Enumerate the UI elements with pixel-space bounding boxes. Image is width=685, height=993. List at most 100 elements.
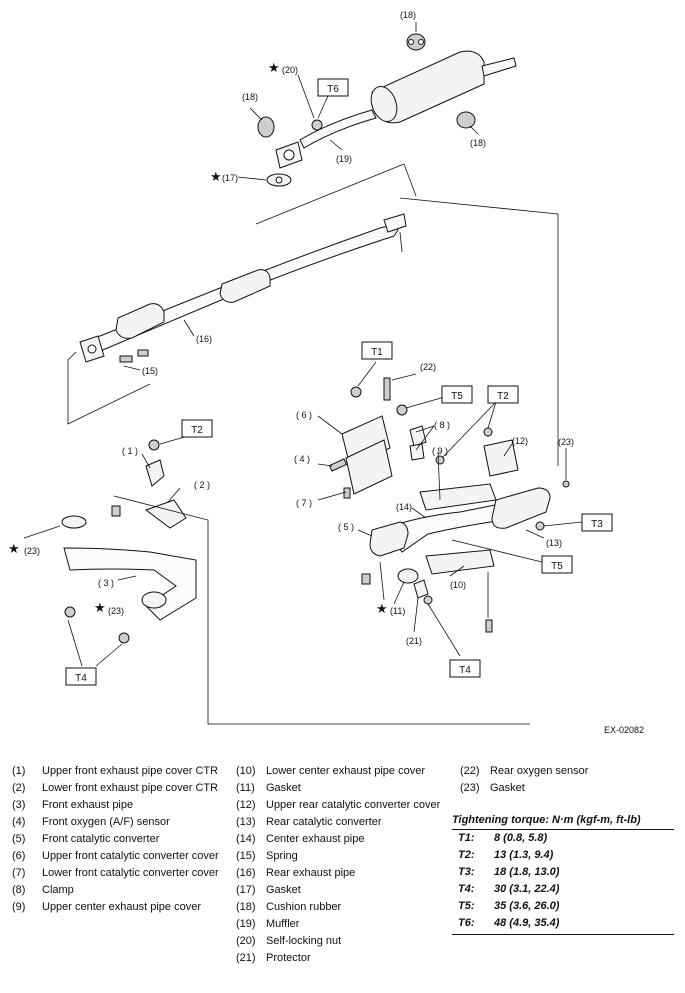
callout-2: ( 2 ) — [194, 480, 210, 490]
callout-18-top: (18) — [400, 10, 416, 20]
callout-1: ( 1 ) — [122, 446, 138, 456]
callout-23-right: (23) — [558, 437, 574, 447]
lower-front-cat-cover — [345, 439, 393, 495]
callout-4: ( 4 ) — [294, 454, 310, 464]
gasket-23-upper — [61, 515, 87, 529]
muffler-pipe — [299, 109, 377, 149]
legend-item: (9)Upper center exhaust pipe cover — [12, 901, 201, 913]
callout-16: (16) — [196, 334, 212, 344]
callout-8: ( 8 ) — [434, 420, 450, 430]
callout-5: ( 5 ) — [338, 522, 354, 532]
legend-column-2: (10)Lower center exhaust pipe cover (11)… — [236, 764, 458, 968]
gasket-11 — [397, 568, 419, 584]
lower-center-pipe-cover — [425, 549, 495, 575]
front-catalytic-converter — [369, 521, 409, 557]
protector — [413, 579, 429, 599]
torque-table-bottom-rule — [452, 934, 674, 935]
legend-item: (1)Upper front exhaust pipe cover CTR — [12, 765, 219, 777]
callout-20: (20) — [282, 65, 298, 75]
upper-rear-cat-cover — [483, 439, 519, 477]
rear-exhaust-pipe — [67, 197, 559, 466]
legend-item: (19)Muffler — [236, 918, 300, 930]
torque-box-t5-lower: T5 — [541, 555, 573, 574]
legend-item: (17)Gasket — [236, 884, 301, 896]
torque-box-t2-right: T2 — [487, 385, 519, 404]
callout-3: ( 3 ) — [98, 578, 114, 588]
upper-center-pipe-cover — [419, 483, 497, 511]
legend-item: (8)Clamp — [12, 884, 74, 896]
cushion-rubber-right — [456, 111, 476, 129]
front-oxygen-sensor — [328, 458, 348, 472]
legend-item: (22)Rear oxygen sensor — [460, 765, 589, 777]
callout-15: (15) — [142, 366, 158, 376]
torque-table-header: Tightening torque: N·m (kgf-m, ft-lb) — [452, 814, 674, 830]
torque-box-t6: T6 — [317, 78, 349, 97]
callout-6: ( 6 ) — [296, 410, 312, 420]
legend-column-3: (22)Rear oxygen sensor (23)Gasket — [460, 764, 680, 798]
svg-text:T5: T5 — [551, 561, 563, 572]
callout-18-right: (18) — [470, 138, 486, 148]
callout-labels: (18) (20) (18) (18) (19) (17) (16) (15) … — [24, 10, 574, 646]
torque-box-t3: T3 — [581, 513, 613, 532]
svg-text:T2: T2 — [497, 391, 509, 402]
legend-item: (11)Gasket — [236, 782, 301, 794]
svg-text:T2: T2 — [191, 425, 203, 436]
legend-item: (4)Front oxygen (A/F) sensor — [12, 816, 170, 828]
upper-front-cat-cover — [341, 415, 391, 467]
callout-18-left: (18) — [242, 92, 258, 102]
svg-text:T4: T4 — [75, 673, 87, 684]
callout-23-lower: (23) — [108, 606, 124, 616]
star-markers: ★ ★ ★ ★ ★ — [8, 61, 388, 617]
legend-column-1: (1)Upper front exhaust pipe cover CTR (2… — [12, 764, 222, 917]
legend-item: (2)Lower front exhaust pipe cover CTR — [12, 782, 219, 794]
legend-item: (7)Lower front catalytic converter cover — [12, 867, 219, 879]
cushion-rubber-left — [257, 116, 275, 138]
callout-12: (12) — [512, 436, 528, 446]
torque-row: T1:8 (0.8, 5.8) — [458, 832, 548, 844]
legend-item: (5)Front catalytic converter — [12, 833, 160, 845]
callout-14: (14) — [396, 502, 412, 512]
torque-box-t2-left: T2 — [181, 419, 213, 438]
legend-item: (23)Gasket — [460, 782, 525, 794]
svg-text:T3: T3 — [591, 519, 603, 530]
legend-item: (13)Rear catalytic converter — [236, 816, 382, 828]
torque-table: Tightening torque: N·m (kgf-m, ft-lb) T1… — [452, 814, 674, 935]
upper-front-pipe-cover — [145, 459, 165, 487]
star-icon: ★ — [94, 601, 106, 616]
torque-row: T6:48 (4.9, 35.4) — [458, 917, 560, 929]
front-exhaust-pipe-assembly — [23, 435, 530, 725]
spring — [119, 355, 133, 363]
muffler-assembly — [237, 22, 517, 225]
torque-box-t4-left: T4 — [65, 667, 97, 686]
svg-text:T6: T6 — [327, 84, 339, 95]
callout-21: (21) — [406, 636, 422, 646]
torque-row: T2:13 (1.3, 9.4) — [458, 849, 554, 861]
torque-box-t4-right: T4 — [449, 659, 481, 678]
torque-row: T4:30 (3.1, 22.4) — [458, 883, 560, 895]
callout-22: (22) — [420, 362, 436, 372]
cushion-rubber-top — [406, 33, 426, 51]
legend-item: (3)Front exhaust pipe — [12, 799, 134, 811]
legend-item: (21)Protector — [236, 952, 311, 964]
svg-text:T5: T5 — [451, 391, 463, 402]
torque-row: T5:35 (3.6, 26.0) — [458, 900, 560, 912]
self-locking-nut — [311, 119, 323, 131]
exhaust-system-diagram: (18) (20) (18) (18) (19) (17) (16) (15) … — [8, 10, 644, 735]
star-icon: ★ — [210, 170, 222, 185]
callout-17: (17) — [222, 173, 238, 183]
legend-item: (18)Cushion rubber — [236, 901, 342, 913]
star-icon: ★ — [376, 602, 388, 617]
torque-row: T3:18 (1.8, 13.0) — [458, 866, 560, 878]
rear-catalytic-converter — [491, 487, 551, 529]
star-icon: ★ — [268, 61, 280, 76]
legend-item: (14)Center exhaust pipe — [236, 833, 365, 845]
star-icon: ★ — [8, 542, 20, 557]
legend-item: (15)Spring — [236, 850, 298, 862]
callout-23-left: (23) — [24, 546, 40, 556]
svg-text:T4: T4 — [459, 665, 471, 676]
gasket-23-lower — [141, 591, 167, 609]
callout-10: (10) — [450, 580, 466, 590]
lower-front-pipe-cover — [144, 499, 187, 529]
rear-resonator — [115, 303, 165, 339]
callout-11: (11) — [390, 606, 405, 616]
